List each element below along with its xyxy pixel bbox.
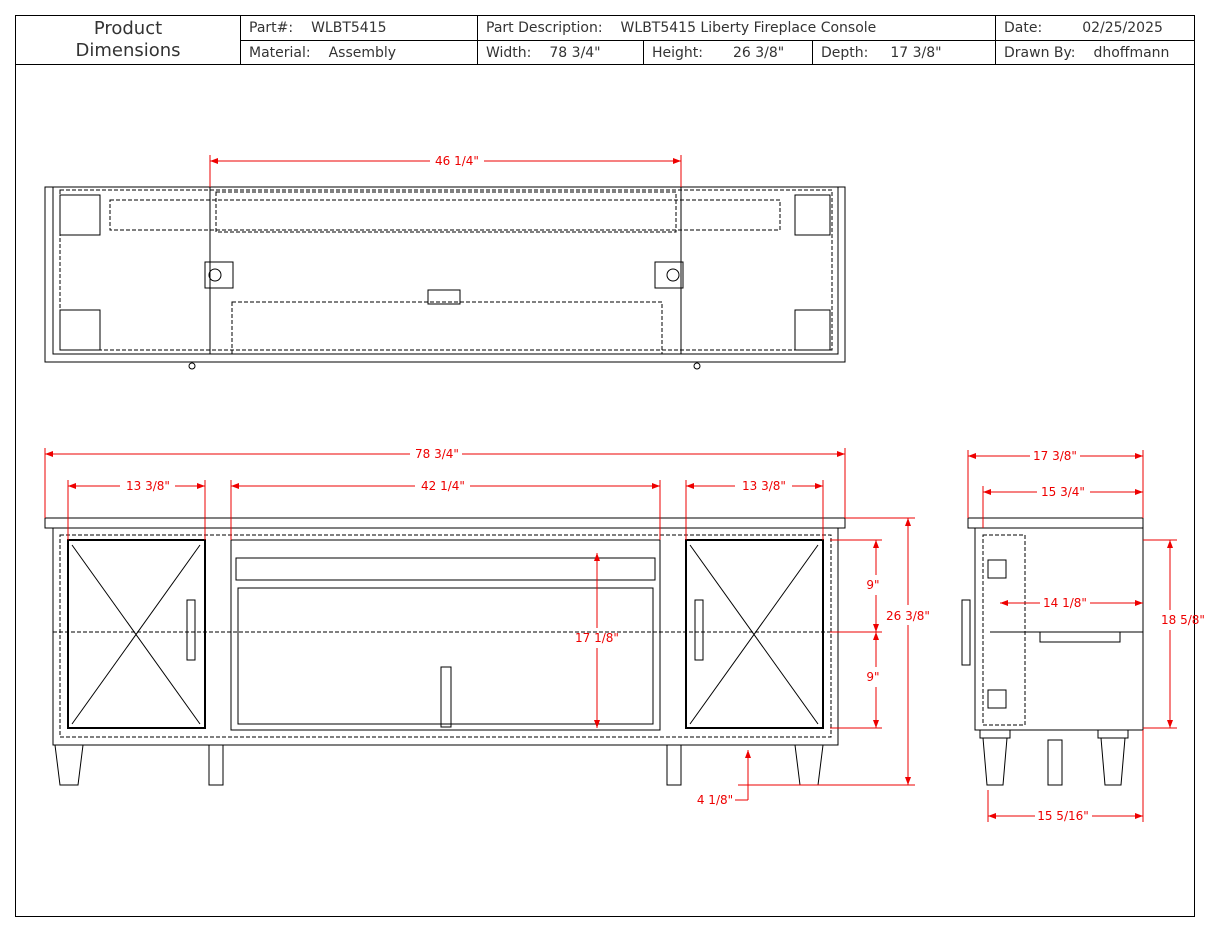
height-value: 26 3/8" [733,44,785,61]
drawn-by-value: dhoffmann [1093,44,1170,61]
dim-overall-height: 26 3/8" [886,609,930,623]
description-value: WLBT5415 Liberty Fireplace Console [620,20,877,36]
material-label: Material: [249,44,311,61]
drawn-by-label: Drawn By: [1004,44,1076,61]
dim-fireplace-height: 17 1/8" [575,631,619,645]
dim-leg-height: 4 1/8" [697,793,733,807]
width-label: Width: [486,44,532,61]
dim-overall-width: 78 3/4" [415,447,459,461]
dim-side-height: 18 5/8" [1161,613,1205,627]
width-cell: Width: 78 3/4" [478,41,644,65]
top-view [44,186,846,370]
title-line-2: Dimensions [75,40,181,61]
height-label: Height: [652,44,703,61]
title-block-title: Product Dimensions [16,16,241,65]
depth-value: 17 3/8" [890,44,942,61]
description-cell: Part Description: WLBT5415 Liberty Firepl… [478,16,996,41]
side-view [961,517,1144,786]
dim-fireplace-width: 42 1/4" [421,479,465,493]
dim-side-depth: 17 3/8" [1033,449,1077,463]
part-number-cell: Part#: WLBT5415 [241,16,478,41]
dim-right-door: 13 3/8" [742,479,786,493]
title-line-1: Product [93,18,163,39]
dim-side-shelf-depth: 14 1/8" [1043,596,1087,610]
part-value: WLBT5415 [311,20,387,36]
dim-left-door: 13 3/8" [126,479,170,493]
dim-upper-shelf: 9" [866,578,879,592]
material-value: Assembly [328,44,397,61]
date-label: Date: [1004,20,1043,36]
dim-lower-shelf: 9" [866,670,879,684]
material-cell: Material: Assembly [241,41,478,65]
dim-side-leg-span: 15 5/16" [1037,809,1089,823]
dim-side-inner-depth: 15 3/4" [1041,485,1085,499]
side-view-dimensions [967,450,1177,822]
date-value: 02/25/2025 [1082,20,1163,36]
date-cell: Date: 02/25/2025 [996,16,1194,41]
top-view-dimension: 46 1/4" [209,154,682,187]
part-label: Part#: [249,20,294,36]
sheet-frame: Product Dimensions Part#: WLBT5415 Materi… [15,15,1195,917]
description-label: Part Description: [486,20,603,36]
front-view [44,517,846,786]
drawn-by-cell: Drawn By: dhoffmann [996,41,1194,65]
front-view-dimensions [44,448,915,801]
depth-label: Depth: [821,44,869,61]
width-value: 78 3/4" [549,44,601,61]
dim-top-inner: 46 1/4" [435,154,479,168]
depth-cell: Depth: 17 3/8" [813,41,996,65]
height-cell: Height: 26 3/8" [644,41,813,65]
